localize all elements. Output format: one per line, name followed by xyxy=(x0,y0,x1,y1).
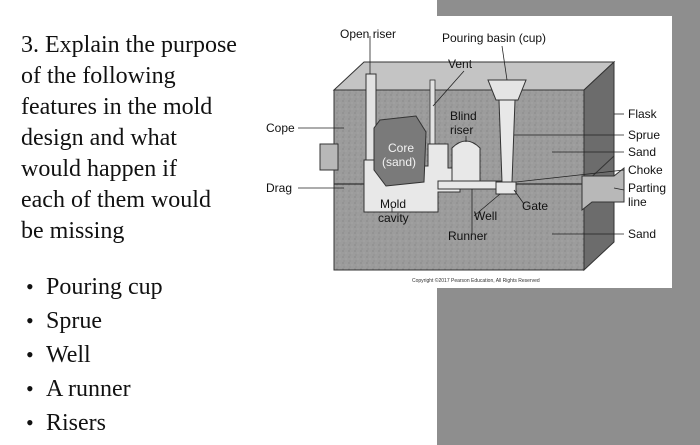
label-mold: Mold xyxy=(380,197,406,211)
label-sprue: Sprue xyxy=(628,128,660,142)
bullet-label: A runner xyxy=(46,376,131,402)
label-line: line xyxy=(628,195,647,209)
question-line: 3. Explain the purpose xyxy=(21,32,237,58)
label-well: Well xyxy=(474,209,497,223)
bullet-dot-icon: • xyxy=(26,274,34,299)
bullet-label: Pouring cup xyxy=(46,274,163,300)
blind-riser xyxy=(451,140,481,185)
sprue xyxy=(498,99,516,183)
label-drag: Drag xyxy=(266,181,292,195)
bullet-dot-icon: • xyxy=(26,308,34,333)
well xyxy=(495,181,517,195)
question-line: be missing xyxy=(21,218,125,244)
label-runner: Runner xyxy=(448,229,487,243)
bullet-item: • Sprue xyxy=(26,304,163,338)
label-flask: Flask xyxy=(628,107,658,121)
label-cavity: cavity xyxy=(378,211,409,225)
label-core-sand: (sand) xyxy=(382,155,416,169)
question-line: each of them would xyxy=(21,187,211,213)
bullet-label: Well xyxy=(46,342,91,368)
bullet-label: Sprue xyxy=(46,308,102,334)
question-line: design and what xyxy=(21,125,177,151)
flask-right-face xyxy=(583,60,615,272)
bullet-list: • Pouring cup • Sprue • Well • A runner • Ris… xyxy=(26,270,163,440)
label-cope: Cope xyxy=(266,121,295,135)
label-vent: Vent xyxy=(448,57,473,71)
leader-lines xyxy=(298,36,625,235)
copyright-note: Copyright ©2017 Pearson Education, All R… xyxy=(412,277,540,284)
mold-diagram: Open riser Pouring basin (cup) Vent Cope… xyxy=(266,27,666,284)
label-open-riser: Open riser xyxy=(340,27,396,41)
core-sand xyxy=(373,115,427,187)
bullet-item: • A runner xyxy=(26,372,163,406)
question-line: of the following xyxy=(21,63,176,89)
label-sand-right: Sand xyxy=(628,145,656,159)
flask-pin-right xyxy=(581,166,625,212)
label-core: Core xyxy=(388,141,414,155)
bullet-dot-icon: • xyxy=(26,410,34,435)
label-riser: riser xyxy=(450,123,473,137)
bullet-item: • Risers xyxy=(26,406,163,440)
flask-pin-left xyxy=(319,143,339,171)
pouring-basin xyxy=(487,79,527,101)
bullet-item: • Pouring cup xyxy=(26,270,163,304)
bullet-dot-icon: • xyxy=(26,376,34,401)
label-choke: Choke xyxy=(628,163,663,177)
question-line: would happen if xyxy=(21,156,177,182)
bullet-item: • Well xyxy=(26,338,163,372)
mold-diagram-figure: Open riser Pouring basin (cup) Vent Cope… xyxy=(252,16,672,288)
label-blind: Blind xyxy=(450,109,477,123)
question-text: 3. Explain the purpose of the following … xyxy=(21,30,281,247)
label-parting: Parting xyxy=(628,181,666,195)
label-sand-bottom: Sand xyxy=(628,227,656,241)
bullet-dot-icon: • xyxy=(26,342,34,367)
question-line: features in the mold xyxy=(21,94,213,120)
bullet-label: Risers xyxy=(46,410,106,436)
label-gate: Gate xyxy=(522,199,548,213)
label-pouring-basin: Pouring basin (cup) xyxy=(442,31,546,45)
runner xyxy=(437,180,505,190)
